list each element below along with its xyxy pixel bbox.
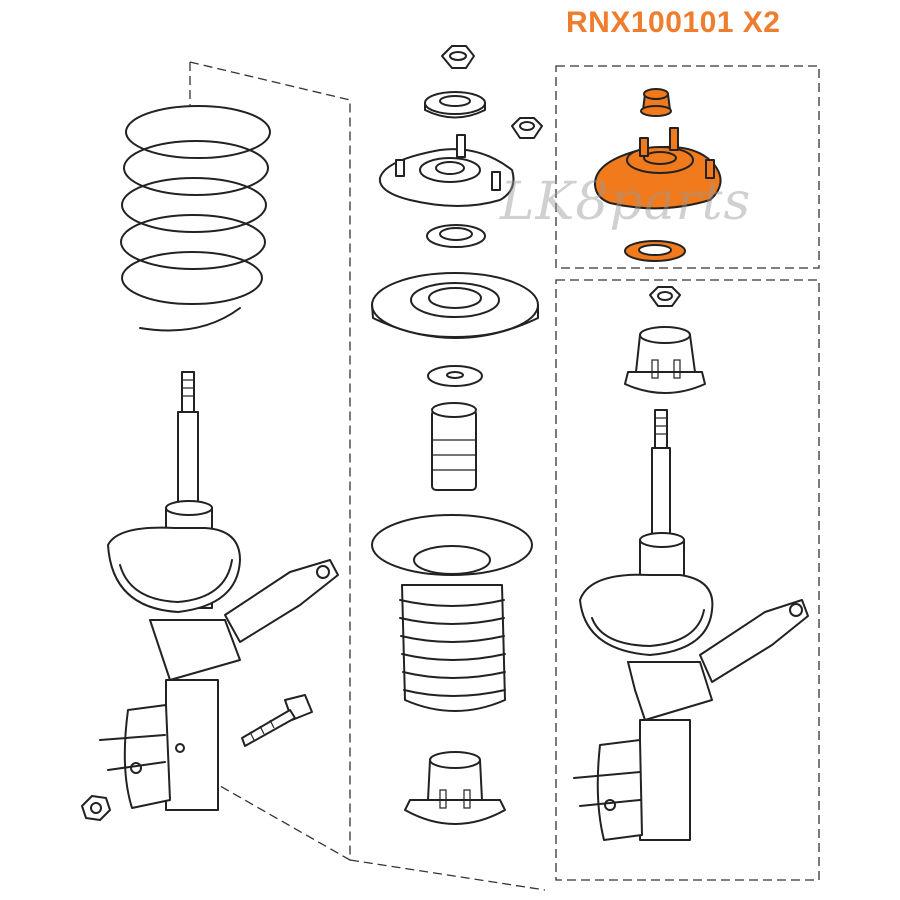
top-mount-plate	[378, 134, 515, 207]
side-nut	[511, 117, 543, 139]
highlighted-cap-nut	[640, 88, 672, 117]
right-strut	[573, 409, 809, 841]
coil-spring	[120, 105, 271, 332]
dust-boot	[371, 514, 533, 712]
left-assembly-frame	[189, 61, 351, 862]
spacer-washer	[427, 365, 483, 387]
bump-stop	[431, 402, 477, 491]
right-insulator	[624, 326, 706, 394]
highlighted-bearing-ring	[624, 240, 686, 262]
top-washer	[424, 91, 486, 119]
right-top-nut	[649, 286, 681, 307]
hex-nut-bottom-left	[81, 795, 111, 821]
highlighted-parts-frame	[555, 65, 820, 269]
right-assembly-frame	[555, 279, 820, 881]
part-number-label: RNX100101 X2	[566, 6, 781, 39]
watermark-text: LK8parts	[500, 172, 752, 232]
lower-insulator	[404, 751, 506, 825]
bearing-ring	[426, 224, 486, 248]
highlighted-top-mount	[593, 127, 722, 210]
top-nut	[441, 45, 475, 69]
pinch-bolt	[241, 694, 313, 747]
upper-spring-seat	[371, 272, 539, 339]
middle-assembly-frame	[349, 859, 546, 891]
left-strut	[99, 371, 339, 811]
